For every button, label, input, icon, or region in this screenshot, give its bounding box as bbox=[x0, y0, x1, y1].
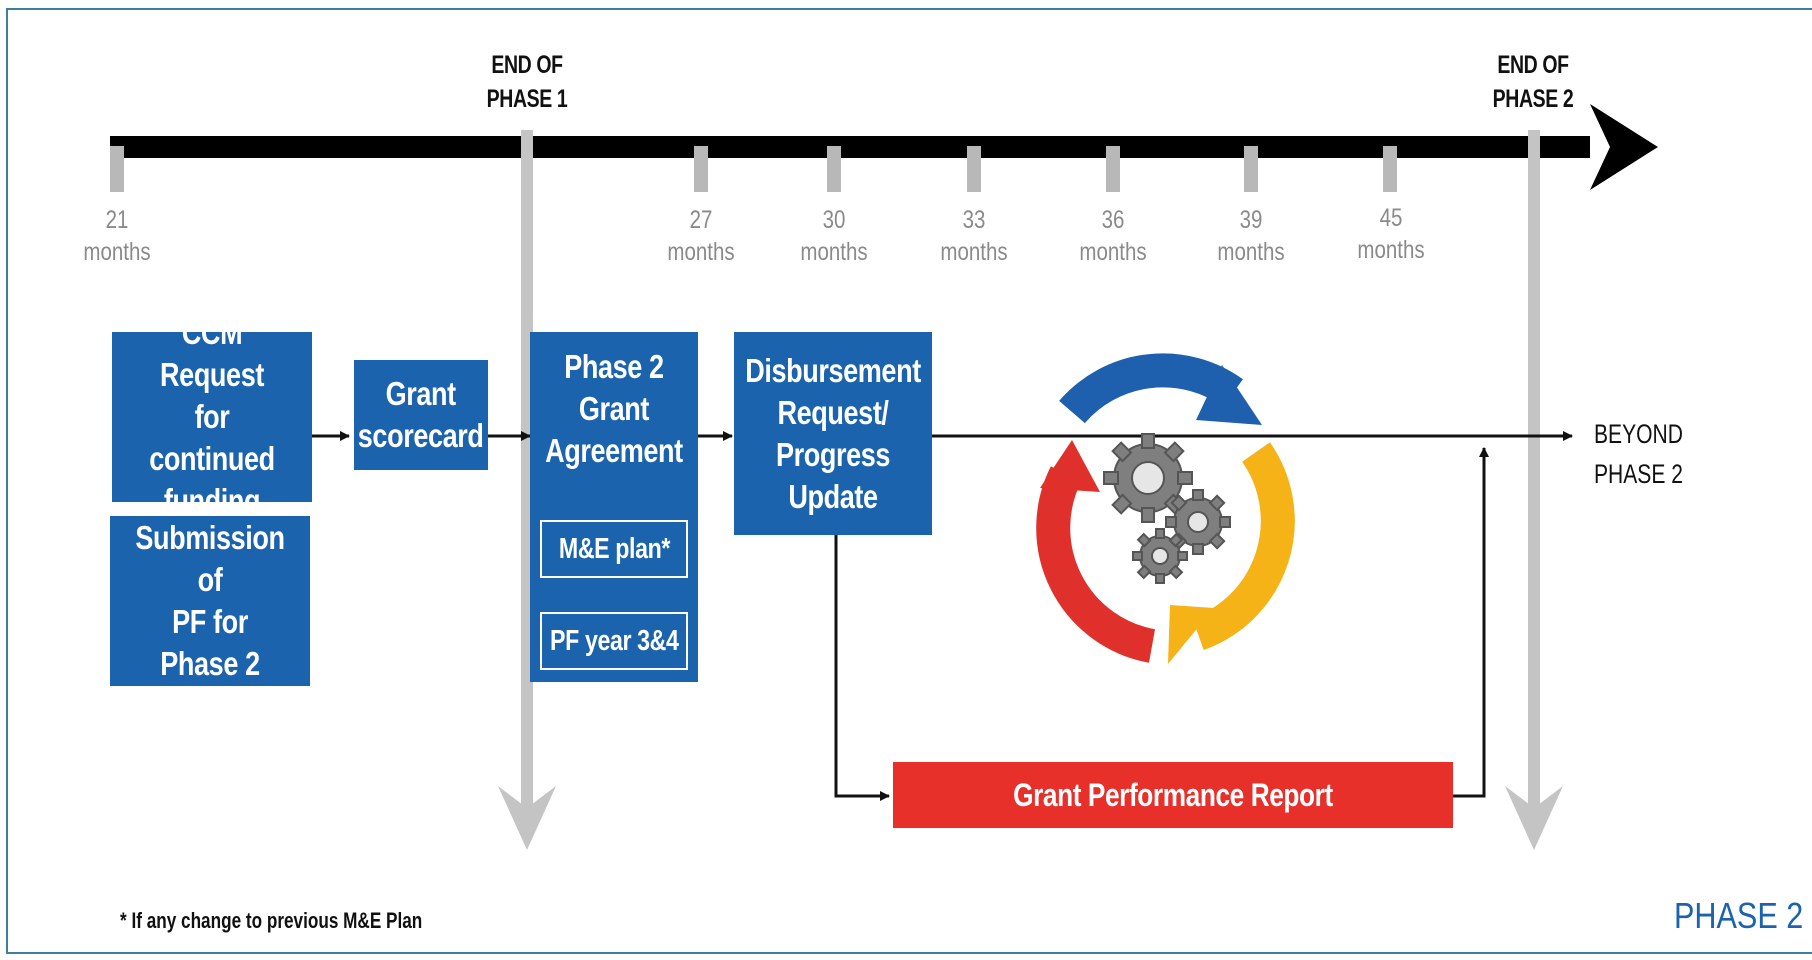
pf-year-box: PF year 3&4 bbox=[540, 612, 688, 670]
timeline-ticks bbox=[110, 146, 1397, 192]
beyond-phase-2-label: BEYOND PHASE 2 bbox=[1594, 419, 1683, 489]
flow-arrows bbox=[311, 431, 1573, 801]
arrow-report-to-mainline bbox=[1453, 447, 1489, 798]
ccm-request-box: CCM Request for continued funding bbox=[112, 314, 312, 519]
gears-icon bbox=[1103, 433, 1231, 584]
diagram-frame bbox=[6, 8, 1812, 954]
tick-39 bbox=[1244, 146, 1258, 192]
tick-33 bbox=[967, 146, 981, 192]
phase-2-tag: PHASE 2 bbox=[1674, 895, 1804, 936]
end-of-phase-1-label: END OF PHASE 1 bbox=[486, 51, 568, 113]
cycle-arrows-icon bbox=[1036, 353, 1295, 664]
submission-pf-box: Submission of PF for Phase 2 bbox=[110, 516, 310, 686]
timeline-arrowhead bbox=[1590, 104, 1658, 190]
phase2-grant-agreement-box: Phase 2 Grant Agreement bbox=[530, 332, 698, 682]
tick-36 bbox=[1106, 146, 1120, 192]
tick-27 bbox=[694, 146, 708, 192]
tick-21 bbox=[110, 146, 124, 192]
grant-performance-report-box: Grant Performance Report bbox=[893, 762, 1453, 828]
arrow-disbursement-to-report bbox=[834, 535, 890, 801]
tick-45 bbox=[1383, 146, 1397, 192]
tick-30 bbox=[827, 146, 841, 192]
grant-scorecard-box: Grant scorecard bbox=[354, 360, 488, 470]
me-plan-box: M&E plan* bbox=[540, 520, 688, 578]
footnote: * If any change to previous M&E Plan bbox=[120, 908, 423, 933]
disbursement-request-box: Disbursement Request/ Progress Update bbox=[734, 332, 932, 535]
end-of-phase-2-label: END OF PHASE 2 bbox=[1492, 51, 1574, 113]
timeline-bar bbox=[110, 136, 1590, 158]
end-phase-2-line bbox=[1505, 130, 1563, 850]
